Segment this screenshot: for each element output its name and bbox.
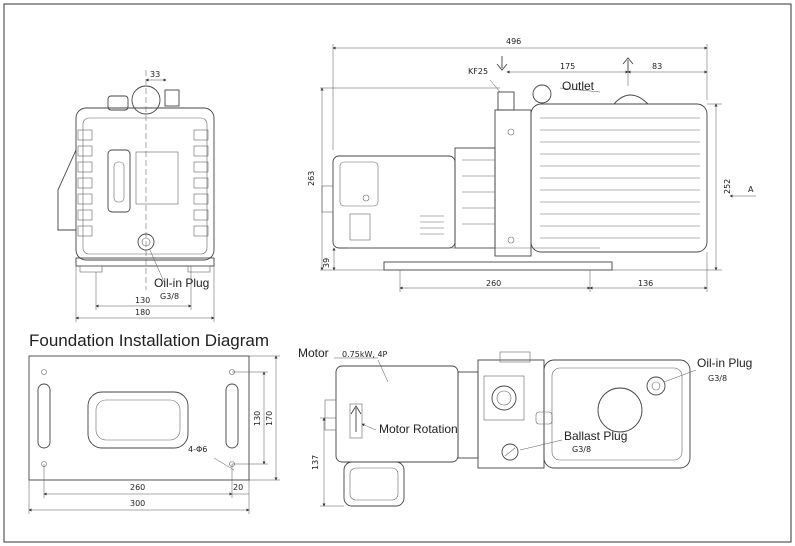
side-pump-body [530, 103, 708, 253]
dim-front-width: 180 [135, 308, 150, 317]
front-view [57, 70, 215, 322]
inlet-label: KF25 [468, 67, 488, 76]
oil-plug-top-icon [646, 376, 666, 396]
outlet-label: Outlet [562, 79, 595, 93]
dim-front-inner: 130 [135, 296, 150, 305]
rotation-arrow-icon [350, 405, 362, 432]
top-view [320, 351, 697, 507]
motor-rotation-label: Motor Rotation [379, 422, 458, 436]
front-body [75, 107, 215, 261]
inlet-port-icon [491, 385, 517, 411]
dim-side-base-height: 39 [322, 258, 331, 268]
ballast-plug-icon [501, 443, 519, 461]
dim-found-inner-height: 130 [253, 411, 262, 426]
dim-found-length: 300 [130, 499, 145, 508]
dim-side-base-span: 260 [486, 279, 501, 288]
dim-side-end-offset: 136 [638, 279, 653, 288]
ballast-plug-label: Ballast Plug [564, 429, 627, 443]
dim-top-height: 137 [311, 455, 320, 470]
side-base [383, 261, 613, 271]
bolt-hole-label: 4-Φ6 [188, 445, 207, 454]
front-oil-plug-thread: G3/8 [160, 292, 179, 301]
dim-found-edge: 20 [233, 483, 243, 492]
dim-side-body-height: 252 [723, 179, 732, 194]
foundation-view [28, 355, 280, 514]
diagram-title: Foundation Installation Diagram [29, 331, 269, 350]
top-motor [335, 365, 459, 463]
foundation-plate [28, 355, 250, 481]
drawing-border [3, 3, 792, 543]
ballast-plug-thread: G3/8 [572, 445, 591, 454]
front-oil-plug-label: Oil-in Plug [154, 276, 209, 290]
dim-side-height: 263 [307, 171, 316, 186]
motor-label: Motor [298, 346, 329, 360]
dim-found-span: 260 [130, 483, 145, 492]
top-oil-plug-thread: G3/8 [708, 374, 727, 383]
top-oil-plug-label: Oil-in Plug [697, 356, 752, 370]
dim-front-offset: 33 [150, 70, 160, 79]
side-view [320, 44, 756, 292]
dim-side-inlet-outlet: 175 [560, 62, 575, 71]
motor-spec: 0.75kW, 4P [342, 350, 388, 359]
top-pump-body [543, 359, 691, 469]
outlet-arrow-icon [622, 57, 634, 72]
dim-side-length: 496 [506, 37, 521, 46]
inlet-arrow-icon [496, 56, 508, 71]
view-marker-label: A [748, 185, 754, 194]
dim-side-outlet-end: 83 [652, 62, 662, 71]
dim-found-height: 170 [265, 411, 274, 426]
